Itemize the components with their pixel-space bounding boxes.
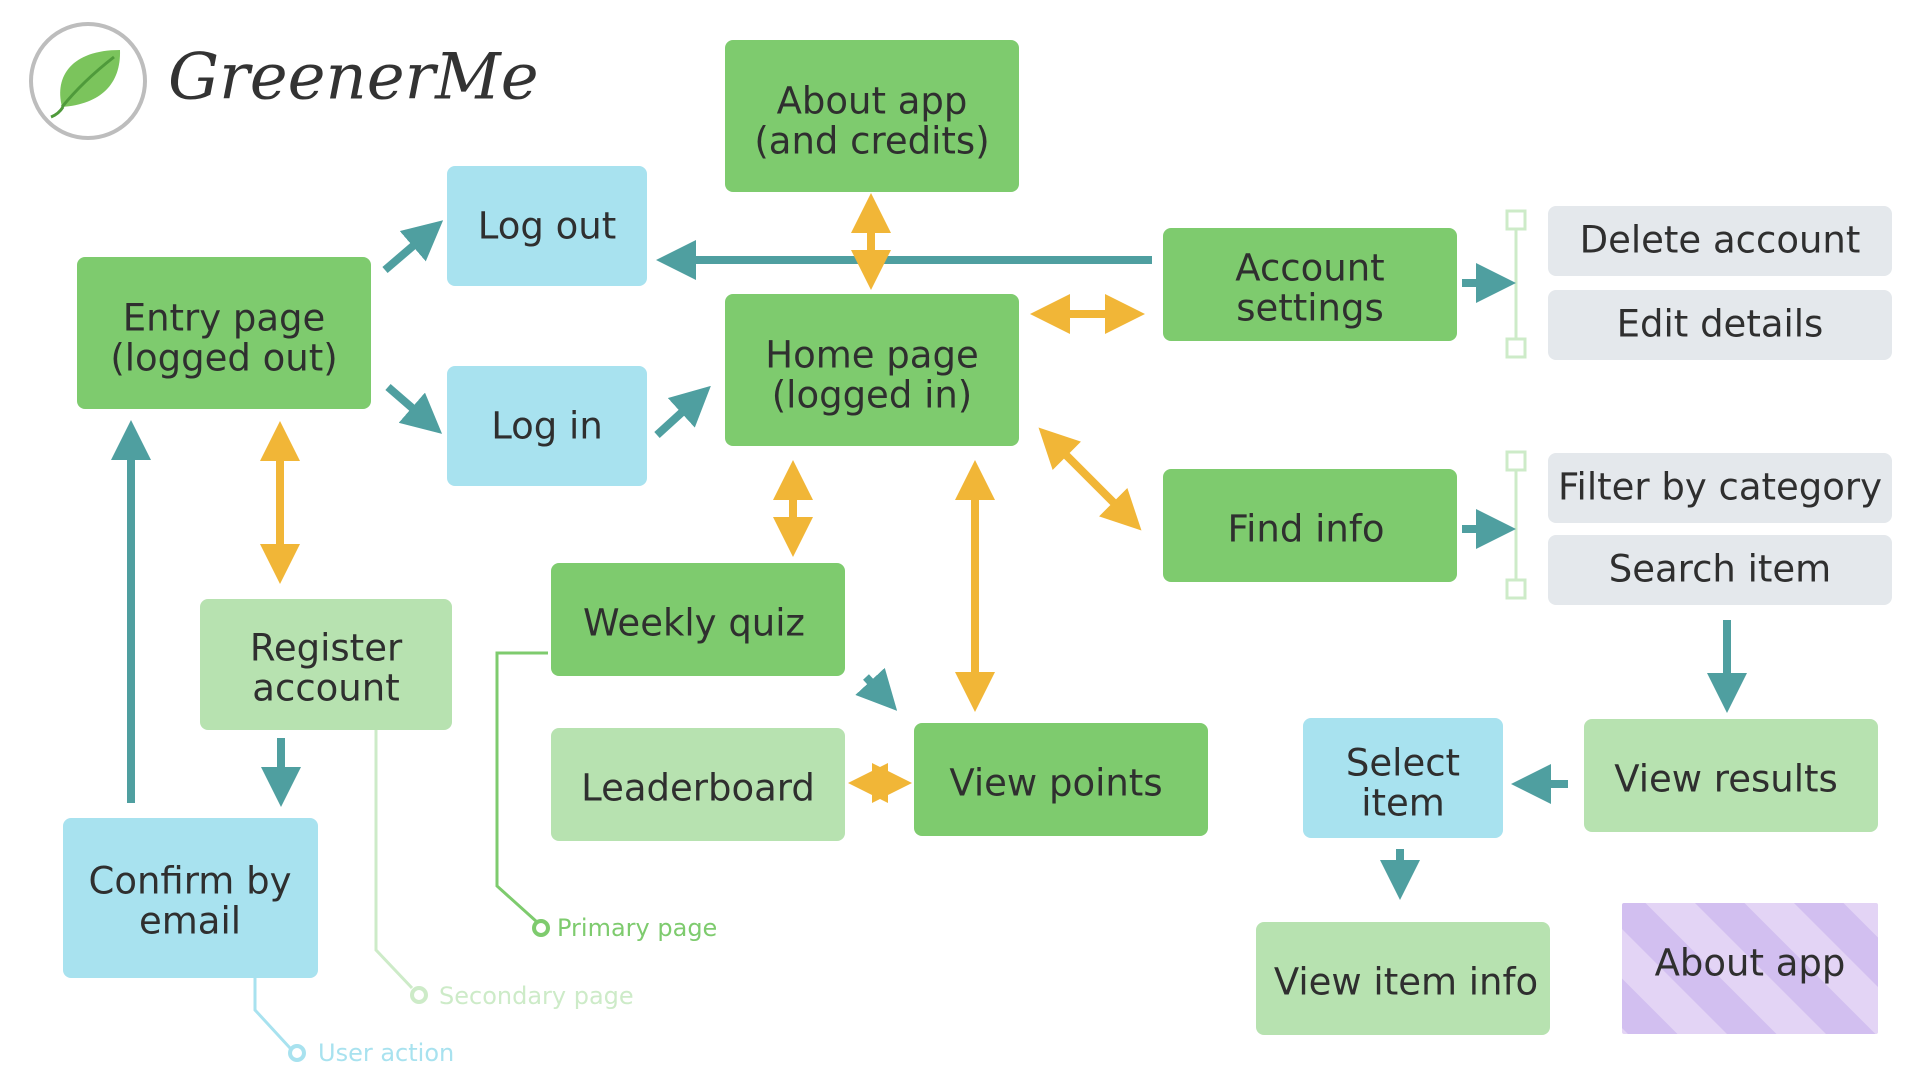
node-log-in[interactable]: Log in: [447, 366, 647, 486]
arrow-entry-to-login: [385, 383, 443, 434]
flow-arrows: [111, 193, 1747, 900]
svg-text:Search item: Search item: [1609, 548, 1831, 591]
svg-text:User action: User action: [318, 1039, 454, 1067]
node-log-out[interactable]: Log out: [447, 166, 647, 286]
svg-text:View points: View points: [949, 762, 1162, 805]
svg-text:View item info: View item info: [1274, 961, 1538, 1004]
node-edit-details[interactable]: Edit details: [1548, 290, 1892, 360]
legend-line-action: [253, 975, 292, 1050]
node-register-account[interactable]: Register account: [200, 599, 452, 730]
svg-text:About app: About app: [1655, 942, 1846, 985]
svg-text:Account: Account: [1235, 247, 1384, 290]
node-view-item-info[interactable]: View item info: [1256, 922, 1550, 1035]
svg-text:Confirm by: Confirm by: [89, 860, 292, 903]
svg-text:Secondary page: Secondary page: [439, 982, 634, 1010]
node-weekly-quiz[interactable]: Weekly quiz: [551, 563, 845, 676]
svg-text:Primary page: Primary page: [557, 914, 717, 942]
svg-text:Weekly quiz: Weekly quiz: [583, 602, 805, 645]
legend-line-primary: [495, 651, 548, 924]
svg-text:Home page: Home page: [765, 334, 978, 377]
bracket-account-top: [1505, 209, 1527, 231]
legend-line-secondary: [374, 730, 414, 990]
node-about-app[interactable]: About app: [1622, 903, 1878, 1034]
svg-text:Edit details: Edit details: [1617, 303, 1824, 346]
svg-text:Log out: Log out: [478, 205, 616, 248]
bracket-find-top: [1505, 450, 1527, 472]
node-filter-category[interactable]: Filter by category: [1548, 453, 1892, 523]
svg-text:email: email: [139, 900, 241, 943]
legend-dot-action: [288, 1044, 306, 1062]
node-view-points[interactable]: View points: [914, 723, 1208, 836]
legend-user-action: User action: [288, 1039, 454, 1067]
svg-text:Leaderboard: Leaderboard: [581, 767, 815, 810]
node-delete-account[interactable]: Delete account: [1548, 206, 1892, 276]
legend-connectors: [253, 651, 548, 1050]
node-entry-page[interactable]: Entry page (logged out): [77, 257, 371, 409]
svg-text:Log in: Log in: [491, 405, 603, 448]
node-select-item[interactable]: Select item: [1303, 718, 1503, 838]
brand-logo: GreenerMe: [29, 22, 539, 140]
svg-text:Delete account: Delete account: [1580, 219, 1861, 262]
svg-text:Filter by category: Filter by category: [1558, 466, 1882, 509]
arrow-login-to-home: [654, 385, 711, 438]
legend-primary-page: Primary page: [532, 914, 717, 942]
svg-text:settings: settings: [1236, 287, 1384, 330]
svg-text:View results: View results: [1614, 758, 1838, 801]
node-find-info[interactable]: Find info: [1163, 469, 1457, 582]
svg-text:(logged in): (logged in): [772, 374, 973, 417]
arrow-home-find: [1038, 427, 1142, 531]
legend-dot-primary: [532, 919, 550, 937]
brackets: [1505, 209, 1527, 600]
leaf-icon: [50, 50, 121, 119]
svg-text:account: account: [252, 667, 399, 710]
svg-text:Find info: Find info: [1228, 508, 1385, 551]
svg-text:About app: About app: [777, 80, 968, 123]
svg-text:Select: Select: [1346, 742, 1460, 785]
legend-dot-secondary: [410, 986, 428, 1004]
flow-nodes: Entry page (logged out) Log out Log in A…: [63, 40, 1892, 1035]
svg-text:(logged out): (logged out): [110, 337, 337, 380]
bracket-account-bottom: [1505, 337, 1527, 359]
node-account-settings[interactable]: Account settings: [1163, 228, 1457, 341]
svg-text:item: item: [1361, 782, 1445, 825]
legend: Primary page Secondary page User action: [288, 914, 717, 1067]
node-leaderboard[interactable]: Leaderboard: [551, 728, 845, 841]
arrow-quiz-to-points: [855, 667, 898, 711]
node-search-item[interactable]: Search item: [1548, 535, 1892, 605]
node-confirm-email[interactable]: Confirm by email: [63, 818, 318, 978]
brand-name: GreenerMe: [168, 41, 539, 115]
bracket-find-bottom: [1505, 578, 1527, 600]
svg-text:(and credits): (and credits): [754, 120, 989, 163]
node-view-results[interactable]: View results: [1584, 719, 1878, 832]
node-about-credits[interactable]: About app (and credits): [725, 40, 1019, 192]
legend-secondary-page: Secondary page: [410, 982, 634, 1010]
arrow-entry-to-logout: [382, 220, 444, 274]
node-home-page[interactable]: Home page (logged in): [725, 294, 1019, 446]
svg-text:Register: Register: [250, 627, 403, 670]
svg-text:Entry page: Entry page: [123, 297, 326, 340]
